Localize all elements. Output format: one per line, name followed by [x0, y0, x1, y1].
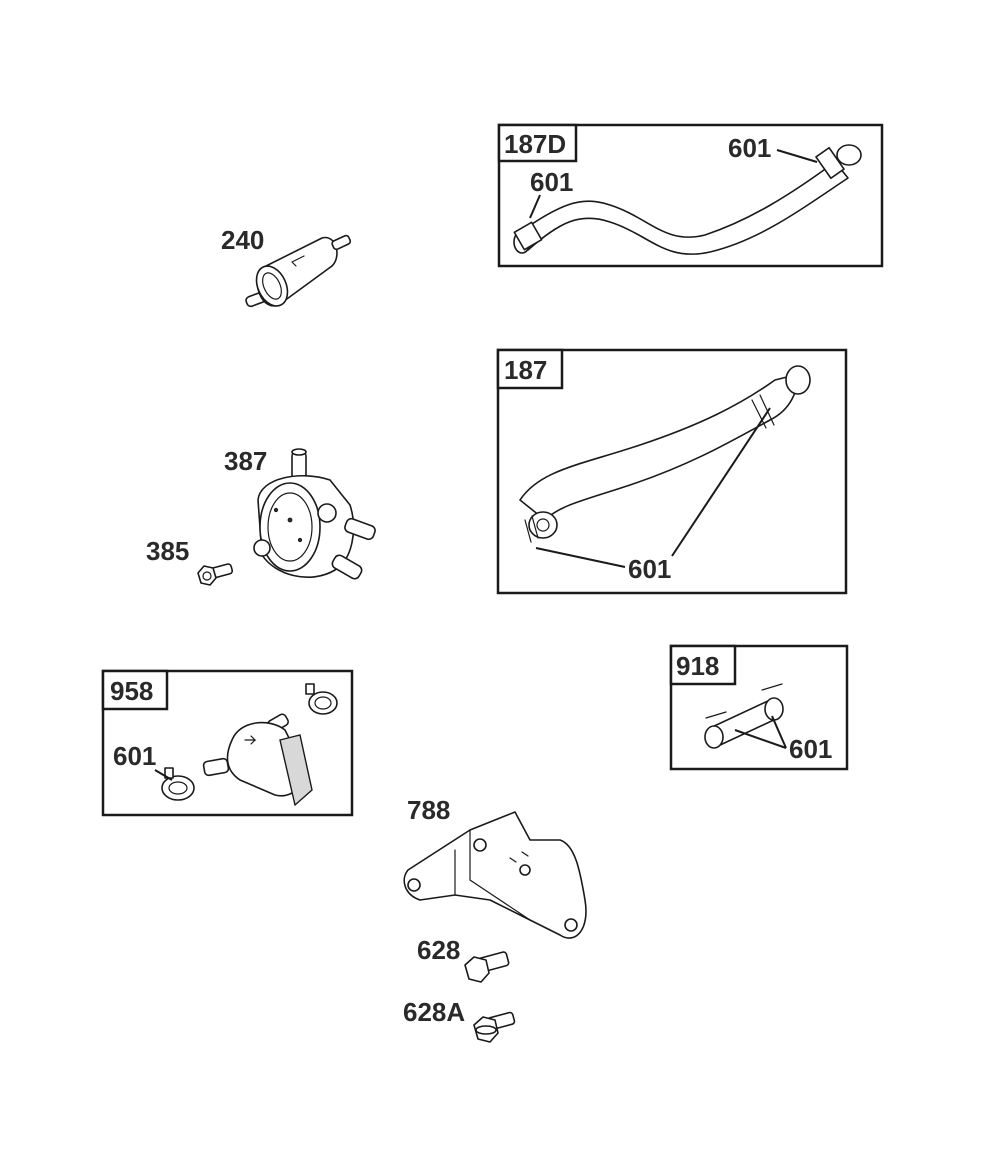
hose-918 — [704, 683, 784, 749]
group-187: 187 601 — [496, 348, 848, 595]
label-240: 240 — [221, 225, 264, 255]
group-958: 958 601 — [101, 669, 354, 817]
label-918-601: 601 — [789, 734, 832, 764]
fuel-hose-187 — [519, 365, 811, 543]
fuel-pump-387: 387 — [224, 446, 376, 580]
frame-918 — [669, 644, 849, 771]
leader-918-a — [734, 729, 787, 749]
tag-958 — [101, 669, 169, 711]
label-387: 387 — [224, 446, 267, 476]
label-187d: 187D — [504, 129, 566, 159]
frame-958 — [101, 669, 354, 817]
label-385: 385 — [146, 536, 189, 566]
label-187d-601-left: 601 — [530, 167, 573, 197]
fuel-filter-240: 240 — [221, 225, 352, 308]
leader-187-left — [535, 547, 626, 568]
fuel-hose-187d — [513, 144, 862, 255]
leader-187d-top — [776, 149, 818, 163]
group-187d: 187D 601 601 — [497, 123, 884, 268]
leader-918-b — [771, 715, 787, 749]
bracket-788: 788 — [403, 795, 587, 939]
frame-187d — [497, 123, 884, 268]
tag-187d — [497, 123, 578, 163]
screw-385: 385 — [146, 536, 234, 586]
leader-187d-left — [529, 194, 541, 219]
leader-187-right — [671, 407, 771, 557]
label-958: 958 — [110, 676, 153, 706]
tag-918 — [669, 644, 737, 686]
label-958-601: 601 — [113, 741, 156, 771]
label-187: 187 — [504, 355, 547, 385]
label-918: 918 — [676, 651, 719, 681]
label-628a: 628A — [403, 997, 465, 1027]
fuel-valve-958 — [161, 683, 338, 807]
leader-958 — [154, 769, 173, 781]
tag-187 — [496, 348, 564, 390]
label-628: 628 — [417, 935, 460, 965]
label-788: 788 — [407, 795, 450, 825]
bolt-628: 628 — [417, 935, 510, 983]
frame-187 — [496, 348, 848, 595]
group-918: 918 601 — [669, 644, 849, 771]
label-187-601: 601 — [628, 554, 671, 584]
bolt-628a: 628A — [403, 997, 516, 1043]
label-187d-601-top: 601 — [728, 133, 771, 163]
